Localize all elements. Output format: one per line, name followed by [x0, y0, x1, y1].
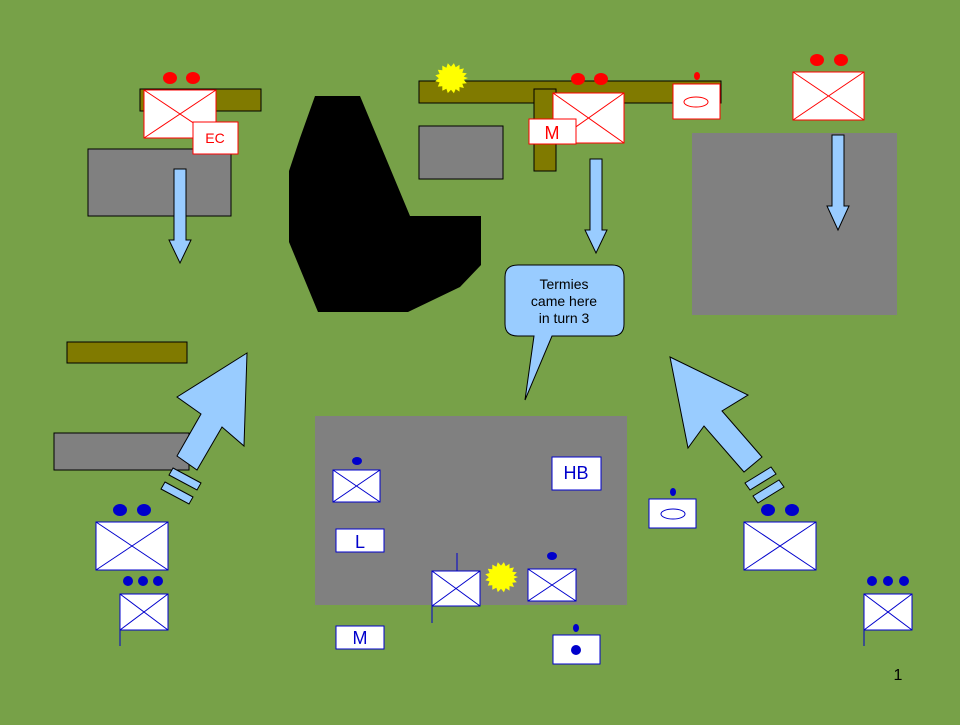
- woods-black-area: [289, 96, 481, 312]
- friendly-m-label: M: [353, 628, 368, 648]
- friendly-l-label-box[interactable]: L: [335, 528, 385, 553]
- friendly-unit-in-building-left[interactable]: [332, 457, 381, 503]
- enemy-m-label-box[interactable]: M: [528, 118, 577, 145]
- friendly-infantry-unit-left[interactable]: [95, 504, 169, 571]
- enemy-ec-label-box[interactable]: EC: [192, 121, 239, 155]
- friendly-squad-unit-left-bottom[interactable]: [119, 576, 169, 646]
- enemy-vehicle-unit-top[interactable]: [672, 72, 721, 120]
- building-top-right: [692, 133, 897, 315]
- friendly-squad-unit-right-bottom[interactable]: [863, 576, 913, 646]
- enemy-ec-label: EC: [205, 130, 224, 146]
- arrow-advance-left: [160, 352, 248, 505]
- friendly-l-label: L: [355, 532, 365, 552]
- friendly-hb-label-box[interactable]: HB: [551, 456, 602, 491]
- friendly-vehicle-unit-right[interactable]: [648, 488, 697, 529]
- slide-number: 1: [894, 667, 903, 684]
- enemy-m-label: M: [545, 123, 560, 143]
- hedge-left-middle: [66, 341, 188, 364]
- building-left-low: [53, 432, 190, 471]
- burst-marker-bottom: [485, 562, 518, 593]
- arrow-advance-right: [669, 356, 785, 504]
- friendly-hb-label: HB: [563, 463, 588, 483]
- building-top-center: [418, 125, 504, 180]
- callout-text-line-1: Termies: [539, 276, 588, 292]
- friendly-artillery-unit-bottom[interactable]: [552, 624, 601, 665]
- friendly-unit-in-building-right[interactable]: [527, 552, 577, 602]
- burst-marker-top: [435, 63, 468, 94]
- arrow-down-center: [584, 158, 608, 255]
- friendly-command-unit-building-center[interactable]: [431, 553, 481, 623]
- friendly-m-label-box[interactable]: M: [335, 625, 385, 650]
- callout-text-line-3: in turn 3: [539, 310, 590, 326]
- arrow-down-right: [826, 134, 850, 232]
- callout-text-line-2: came here: [531, 293, 597, 309]
- enemy-infantry-unit-top-right[interactable]: [792, 54, 865, 121]
- building-top-left: [87, 148, 232, 217]
- arrow-down-left: [168, 168, 192, 265]
- friendly-infantry-unit-right[interactable]: [743, 504, 817, 571]
- callout-bubble: [504, 264, 625, 401]
